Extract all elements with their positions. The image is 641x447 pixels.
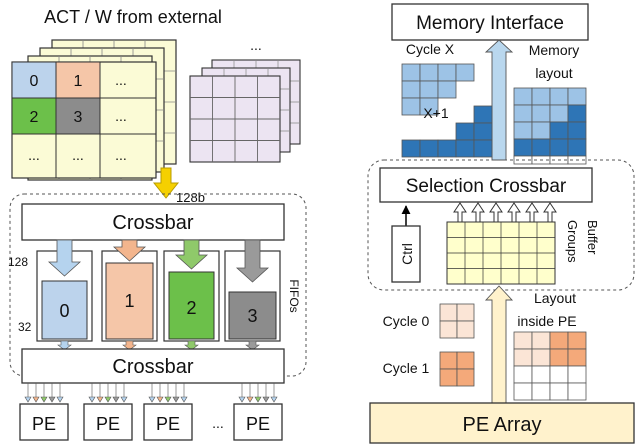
activation-tile-front: 0 1 2 3 ... ... ... ... ... xyxy=(11,61,157,179)
tile-label-1: 1 xyxy=(74,73,83,90)
fifo-1-in-arrow-icon xyxy=(112,239,147,262)
memory-layout-label-1: Memory xyxy=(529,42,580,58)
tile-cell-1 xyxy=(55,61,101,99)
pe-ellipsis: ... xyxy=(212,415,224,431)
fifo-3-label: 3 xyxy=(247,306,257,326)
crossbar-top-label: Crossbar xyxy=(112,212,193,234)
tile-ellipsis-2: ... xyxy=(115,108,127,124)
crossbar-fifo-container xyxy=(9,193,307,377)
weight-stack xyxy=(189,59,301,163)
pe-1 xyxy=(83,403,133,441)
cycle-x-pattern xyxy=(401,63,475,116)
pe-n xyxy=(233,403,283,441)
crossbar-bottom-label: Crossbar xyxy=(112,356,193,378)
fifo-0-in-arrow-icon xyxy=(47,239,82,277)
memory-layout-grid xyxy=(513,87,587,165)
tile-ellipsis-5: ... xyxy=(115,147,127,163)
ctrl-box xyxy=(391,225,421,283)
pe-0 xyxy=(19,403,69,441)
cycle-x1-label: X+1 xyxy=(423,105,449,121)
fifo-2-in-arrow-icon xyxy=(174,239,209,270)
ctrl-label: Ctrl xyxy=(399,243,415,265)
external-input-title: ACT / W from external xyxy=(44,7,222,27)
fifo-out-arrows xyxy=(57,340,260,351)
buffer-label: Buffer xyxy=(585,220,600,255)
pe-2 xyxy=(143,403,193,441)
pe-uplink-arrow-icon xyxy=(484,285,514,404)
pe-array-label: PE Array xyxy=(463,414,542,436)
fifo-0: 0 xyxy=(36,239,93,342)
cycle-0-label: Cycle 0 xyxy=(383,313,430,329)
selection-crossbar-box xyxy=(379,167,593,203)
buffer-groups-grid xyxy=(446,221,556,285)
pe-0-label: PE xyxy=(32,414,56,434)
pe-1-label: PE xyxy=(96,414,120,434)
tile-cell-3 xyxy=(55,97,101,135)
pe-n-label: PE xyxy=(246,414,270,434)
top-ellipsis: ... xyxy=(250,37,262,53)
pe-layout-grid xyxy=(513,331,587,401)
cycle-x-label: Cycle X xyxy=(406,41,455,57)
tile-cell-2 xyxy=(11,97,57,135)
buffer-up-arrows xyxy=(453,202,557,223)
selection-crossbar-label: Selection Crossbar xyxy=(406,176,567,197)
tile-label-0: 0 xyxy=(30,73,39,90)
cycle-1-label: Cycle 1 xyxy=(383,360,430,376)
fifo-1-label: 1 xyxy=(124,291,134,311)
pe-feed-arrows xyxy=(24,383,278,403)
tile-label-2: 2 xyxy=(30,109,39,126)
crossbar-bottom xyxy=(21,348,285,384)
left-panel: ACT / W from external ... xyxy=(8,7,307,441)
width-in-label: 128 xyxy=(8,255,28,269)
memory-layout-label-2: layout xyxy=(535,65,572,81)
tile-ellipsis-4: ... xyxy=(72,147,84,163)
input-arrow-icon xyxy=(152,167,180,199)
pe-2-label: PE xyxy=(156,414,180,434)
layout-inside-pe-label-2: inside PE xyxy=(517,313,576,329)
groups-label: Groups xyxy=(565,220,580,263)
tile-cell-0 xyxy=(11,61,57,99)
width-out-label: 32 xyxy=(18,320,32,334)
crossbar-top xyxy=(21,203,285,241)
cycle-x1-pattern xyxy=(401,105,493,158)
tile-ellipsis-3: ... xyxy=(28,147,40,163)
memory-uplink-arrow-icon xyxy=(484,39,514,161)
fifo-2: 2 xyxy=(163,239,220,342)
pe-row: PE PE PE ... PE xyxy=(19,403,283,441)
layout-inside-pe-label-1: Layout xyxy=(534,290,576,306)
fifo-1: 1 xyxy=(101,239,158,342)
tile-label-3: 3 xyxy=(74,109,83,126)
pe-array-box xyxy=(369,402,635,444)
tile-ellipsis-1: ... xyxy=(115,72,127,88)
fifo-3-in-arrow-icon xyxy=(235,239,270,283)
bus-width-label: 128b xyxy=(176,190,205,205)
fifo-0-label: 0 xyxy=(59,301,69,321)
right-panel: Memory Interface Cycle X Memory layout X… xyxy=(367,3,635,444)
fifos-label: FIFOs xyxy=(287,279,301,312)
cycle-0-pattern xyxy=(439,303,475,339)
fifo-2-label: 2 xyxy=(186,298,196,318)
fifo-3: 3 xyxy=(224,239,281,342)
memory-interface-label: Memory Interface xyxy=(416,13,564,34)
activation-stack: 0 1 2 3 ... ... ... ... ... xyxy=(11,39,177,181)
cycle-1-pattern xyxy=(439,351,475,387)
memory-interface-box xyxy=(391,3,589,41)
